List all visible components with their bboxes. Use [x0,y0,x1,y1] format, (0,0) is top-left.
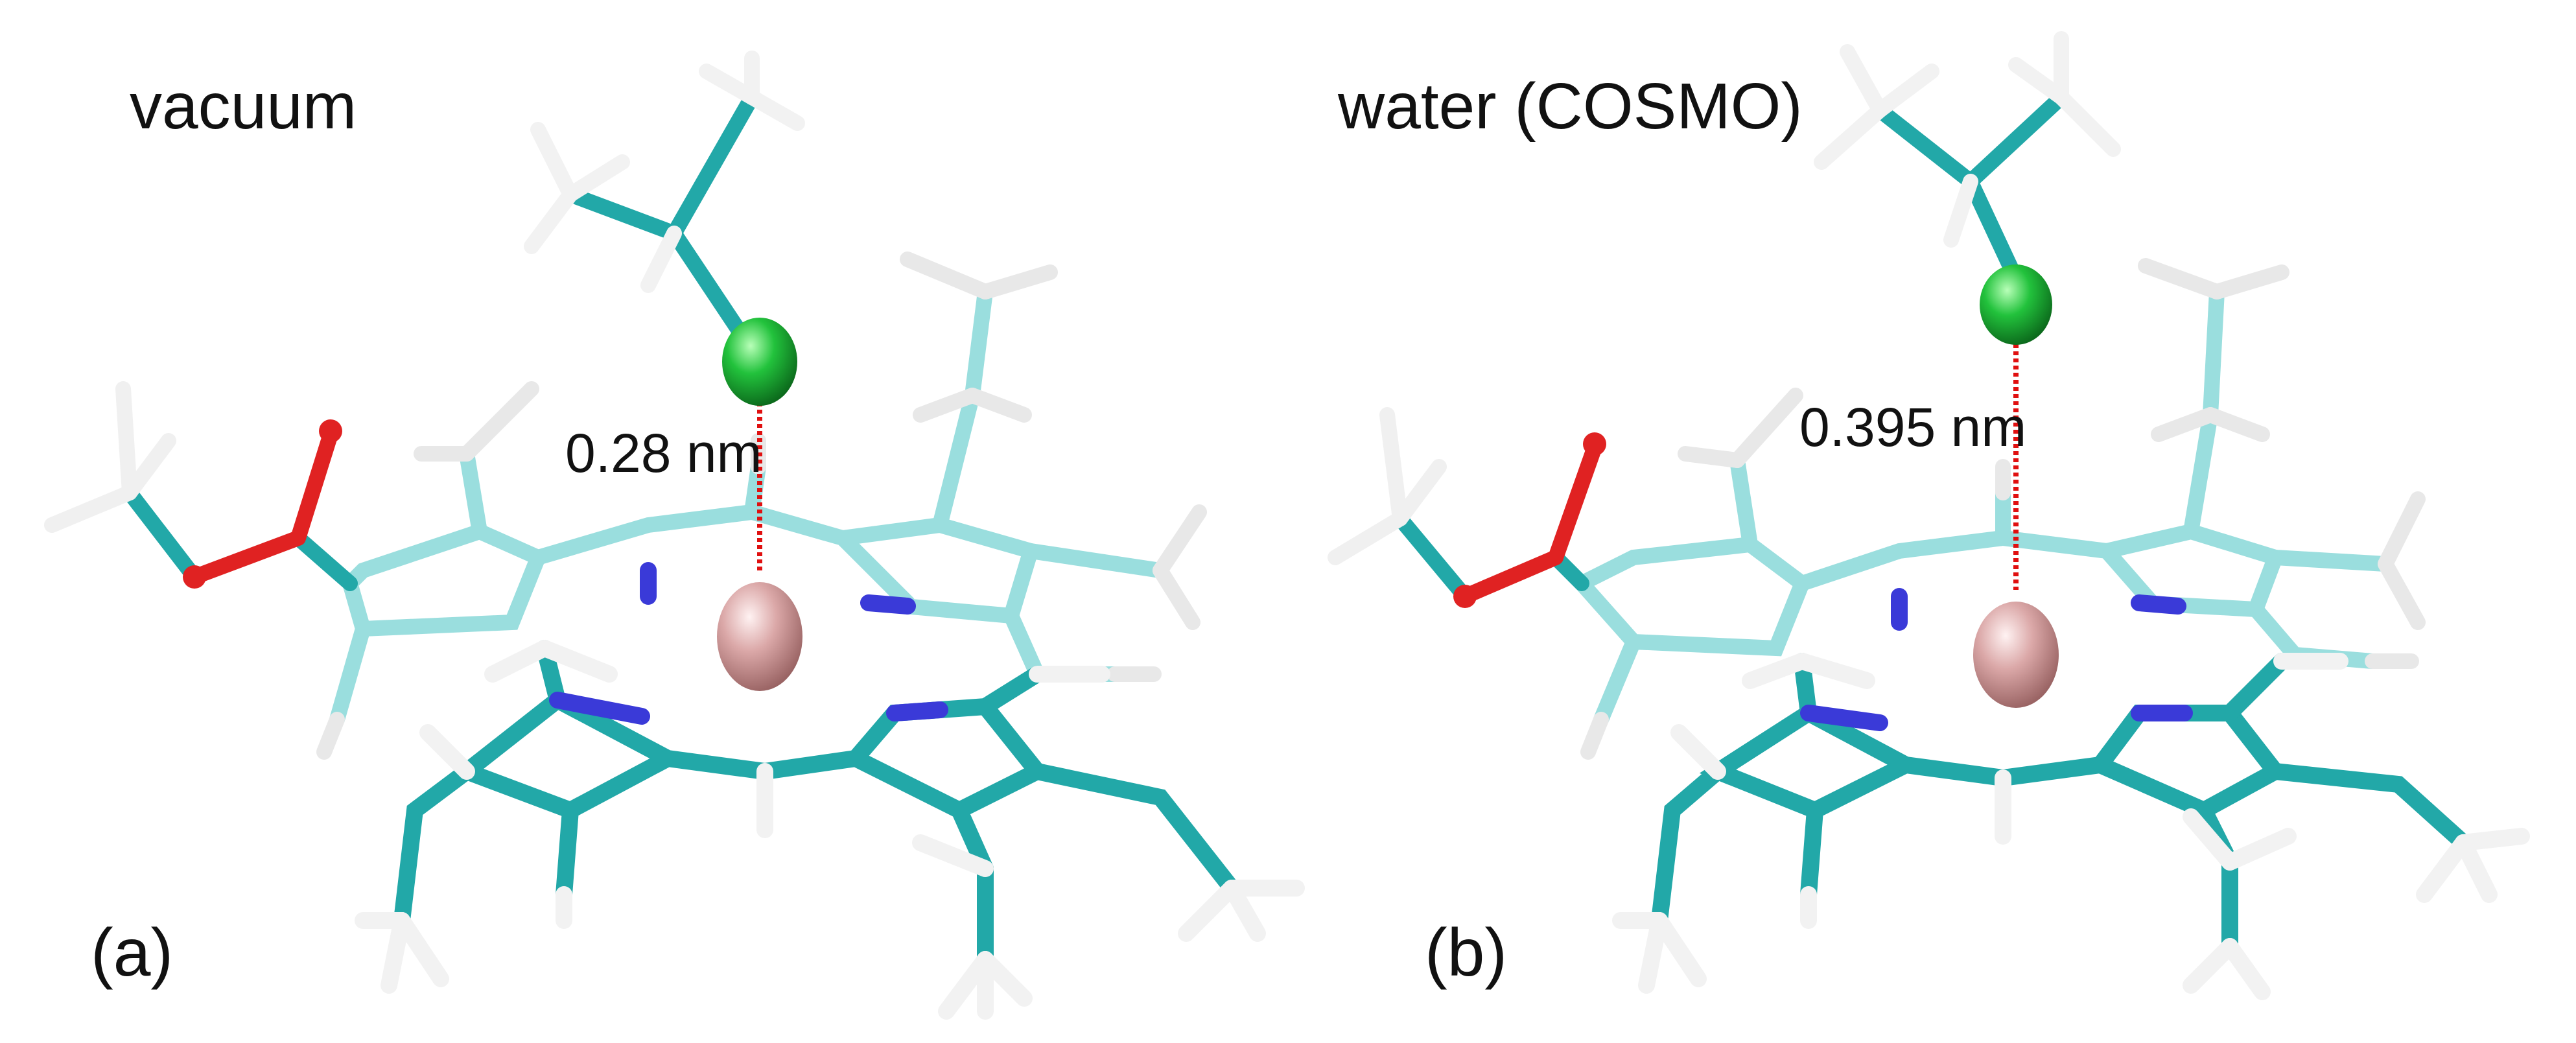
distance-label-a: 0.28 nm [565,423,762,484]
hydrogen-bond [419,724,475,780]
oxygen-atom [183,565,206,589]
ligand-bonds-a [524,51,805,358]
oxygen-atom [1453,585,1477,608]
ligand-bonds-b [1814,31,2121,287]
hydrogen-bond [1670,724,1726,780]
panel-label-b: (b) [1425,915,1507,990]
panel-b: water (COSMO) (b) [1328,31,2530,1000]
chlorine-atom [722,318,797,406]
front-nitrogen-bonds-a [549,562,948,725]
porphyrin-molecule-a [44,51,1305,1020]
front-bonds-b [1651,653,2472,955]
faded-hydrogens-b [1580,258,2426,760]
panel-label-a: (a) [91,915,173,990]
metal-atom [717,582,802,691]
porphyrin-molecule-b [1328,31,2530,1000]
condition-label-vacuum: vacuum [130,70,357,143]
ester-group-b [1328,407,1602,604]
chlorine-atom [1980,264,2052,345]
distance-label-b: 0.395 nm [1799,397,2026,458]
faded-hydrogens-a [316,252,1207,760]
panel-a: vacuum (a) [44,51,1305,1020]
front-hydrogens-a [355,640,1305,1020]
condition-label-water: water (COSMO) [1337,70,1803,143]
front-hydrogens-b [1612,653,2530,1000]
ester-group-a [44,381,358,591]
front-nitrogen-bonds-b [1800,588,2193,731]
oxygen-atom [1583,432,1606,456]
front-bonds-a [393,640,1240,968]
metal-atom [1973,602,2059,708]
oxygen-atom [319,419,342,443]
